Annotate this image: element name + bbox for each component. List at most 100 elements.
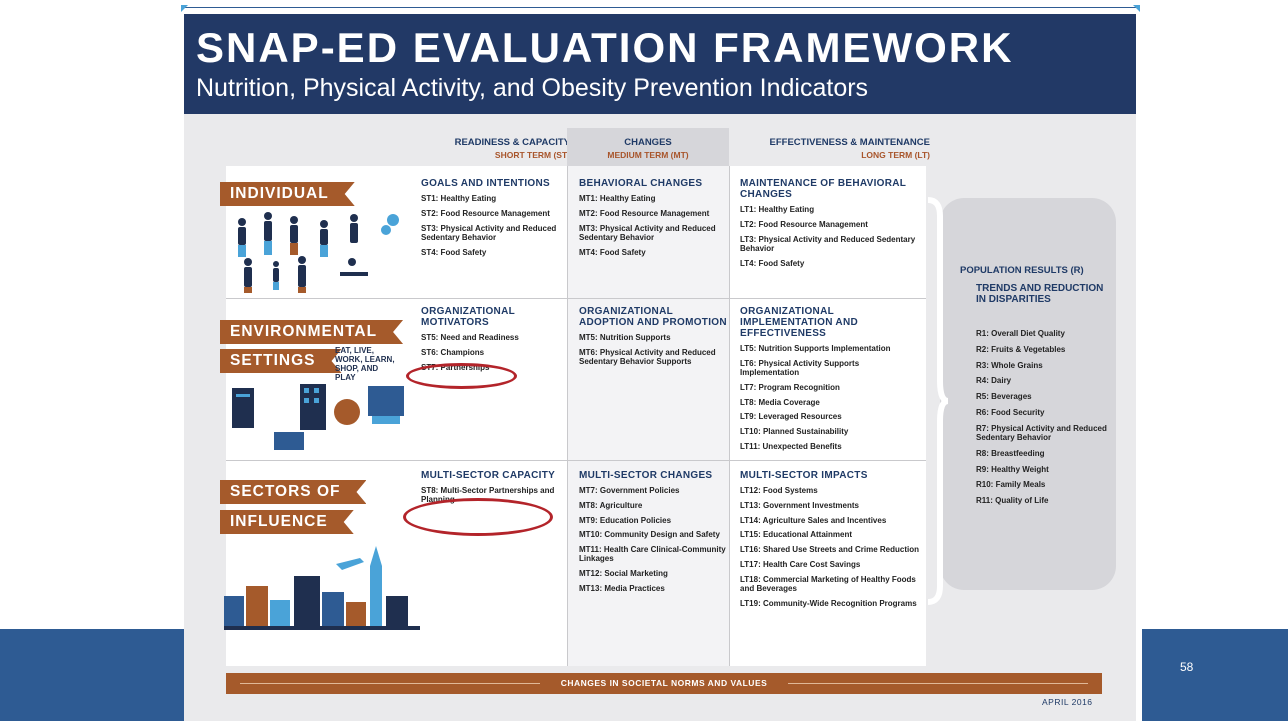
title-banner: SNAP-ED EVALUATION FRAMEWORK Nutrition, … bbox=[184, 14, 1136, 114]
indicator: LT15: Educational Attainment bbox=[740, 530, 853, 540]
cell-heading: MULTI-SECTOR CHANGES bbox=[579, 470, 713, 481]
settings-illustration bbox=[232, 384, 404, 450]
slide-bar-right bbox=[1142, 629, 1288, 721]
divider bbox=[729, 166, 730, 666]
cell-organizational-adoption: ORGANIZATIONAL ADOPTION AND PROMOTION MT… bbox=[579, 306, 729, 372]
indicator: MT6: Physical Activity and Reduced Seden… bbox=[579, 347, 716, 367]
cell-heading: GOALS AND INTENTIONS bbox=[421, 178, 550, 189]
indicator: MT11: Health Care Clinical-Community Lin… bbox=[579, 545, 726, 564]
cell-heading: ORGANIZATIONAL ADOPTION AND PROMOTION bbox=[579, 306, 727, 328]
level-influence: INFLUENCE bbox=[220, 510, 354, 534]
result-item: R2: Fruits & Vegetables bbox=[976, 344, 1066, 354]
result-item: R5: Beverages bbox=[976, 392, 1032, 402]
column-term: LONG TERM (LT) bbox=[861, 150, 930, 160]
indicator: LT18: Commercial Marketing of Healthy Fo… bbox=[740, 574, 916, 594]
indicator: MT9: Education Policies bbox=[579, 515, 672, 525]
cell-maintenance-behavioral: MAINTENANCE OF BEHAVIORAL CHANGES LT1: H… bbox=[740, 178, 920, 273]
indicator: LT17: Health Care Cost Savings bbox=[740, 559, 861, 569]
changes-column-shade bbox=[567, 166, 729, 666]
indicator: ST3: Physical Activity and Reduced Seden… bbox=[421, 223, 557, 242]
slide-top-line bbox=[183, 7, 1140, 8]
indicator: ST4: Food Safety bbox=[421, 247, 487, 257]
indicator: LT19: Community-Wide Recognition Program… bbox=[740, 598, 917, 608]
population-title: POPULATION RESULTS (R) bbox=[960, 265, 1084, 276]
cell-multi-sector-changes: MULTI-SECTOR CHANGES MT7: Government Pol… bbox=[579, 470, 729, 599]
indicator: LT11: Unexpected Benefits bbox=[740, 442, 842, 452]
cell-heading: MAINTENANCE OF BEHAVIORAL CHANGES bbox=[740, 178, 907, 200]
column-header-effectiveness: EFFECTIVENESS & MAINTENANCE LONG TERM (L… bbox=[740, 137, 930, 161]
indicator: MT10: Community Design and Safety bbox=[579, 530, 720, 540]
indicator: LT4: Food Safety bbox=[740, 258, 805, 268]
indicator: MT13: Media Practices bbox=[579, 584, 665, 594]
column-header-readiness: READINESS & CAPACITY SHORT TERM (ST) bbox=[420, 137, 570, 161]
poster-title: SNAP-ED EVALUATION FRAMEWORK bbox=[196, 24, 1014, 71]
divider bbox=[226, 298, 926, 299]
people-illustration bbox=[238, 212, 399, 293]
indicator: LT10: Planned Sustainability bbox=[740, 427, 849, 437]
population-results-box bbox=[940, 198, 1116, 590]
poster-subtitle: Nutrition, Physical Activity, and Obesit… bbox=[196, 74, 869, 102]
indicator: ST6: Champions bbox=[421, 347, 485, 357]
cell-goals-intentions: GOALS AND INTENTIONS ST1: Healthy Eating… bbox=[421, 178, 571, 262]
cell-heading: BEHAVIORAL CHANGES bbox=[579, 178, 703, 189]
result-item: R11: Quality of Life bbox=[976, 496, 1049, 506]
corner-right-icon bbox=[1133, 5, 1140, 12]
level-environmental: ENVIRONMENTAL bbox=[220, 320, 403, 344]
population-subtitle: TRENDS AND REDUCTION IN DISPARITIES bbox=[976, 283, 1104, 305]
indicator: MT3: Physical Activity and Reduced Seden… bbox=[579, 223, 716, 242]
indicator: LT12: Food Systems bbox=[740, 486, 818, 495]
indicator: LT7: Program Recognition bbox=[740, 382, 840, 392]
indicator: ST2: Food Resource Management bbox=[421, 208, 550, 218]
indicator: MT7: Government Policies bbox=[579, 486, 680, 495]
arrow-line-left bbox=[240, 683, 540, 684]
indicator: LT13: Government Investments bbox=[740, 500, 859, 510]
cell-behavioral-changes: BEHAVIORAL CHANGES MT1: Healthy Eating M… bbox=[579, 178, 729, 262]
column-title: EFFECTIVENESS & MAINTENANCE bbox=[769, 137, 930, 148]
result-item: R8: Breastfeeding bbox=[976, 448, 1045, 458]
framework-poster: SNAP-ED EVALUATION FRAMEWORK Nutrition, … bbox=[184, 14, 1136, 721]
arrow-label: CHANGES IN SOCIETAL NORMS AND VALUES bbox=[560, 678, 768, 688]
indicator: ST5: Need and Readiness bbox=[421, 333, 519, 342]
indicator: LT14: Agriculture Sales and Incentives bbox=[740, 515, 887, 525]
column-term: MEDIUM TERM (MT) bbox=[607, 150, 689, 160]
column-header-changes: CHANGES MEDIUM TERM (MT) bbox=[567, 128, 729, 167]
result-item: R6: Food Security bbox=[976, 407, 1045, 417]
cell-heading: ORGANIZATIONAL MOTIVATORS bbox=[421, 306, 515, 328]
indicator: LT5: Nutrition Supports Implementation bbox=[740, 344, 891, 353]
highlight-st7-ellipse bbox=[406, 363, 517, 389]
indicator: LT1: Healthy Eating bbox=[740, 205, 815, 214]
column-title: READINESS & CAPACITY bbox=[454, 137, 570, 148]
result-item: R3: Whole Grains bbox=[976, 360, 1043, 370]
indicator: MT1: Healthy Eating bbox=[579, 194, 656, 203]
cell-heading: MULTI-SECTOR CAPACITY bbox=[421, 470, 556, 481]
result-item: R9: Healthy Weight bbox=[976, 464, 1049, 474]
brace-icon bbox=[927, 197, 949, 605]
cell-multi-sector-impacts: MULTI-SECTOR IMPACTS LT12: Food Systems … bbox=[740, 470, 920, 614]
cell-organizational-implementation: ORGANIZATIONAL IMPLEMENTATION AND EFFECT… bbox=[740, 306, 920, 457]
slide-bar-left bbox=[0, 629, 184, 721]
divider bbox=[567, 166, 568, 666]
indicator: MT4: Food Safety bbox=[579, 247, 646, 257]
result-item: R1: Overall Diet Quality bbox=[976, 329, 1065, 338]
indicator: LT8: Media Coverage bbox=[740, 397, 820, 407]
city-illustration bbox=[224, 546, 420, 630]
arrow-line-right bbox=[788, 683, 1088, 684]
highlight-st8-ellipse bbox=[403, 498, 553, 536]
slide-number: 58 bbox=[1180, 660, 1194, 674]
indicator: LT6: Physical Activity Supports Implemen… bbox=[740, 358, 860, 378]
indicator: MT5: Nutrition Supports bbox=[579, 333, 671, 342]
settings-note: EAT, LIVE, WORK, LEARN, SHOP, AND PLAY bbox=[335, 346, 395, 382]
indicator: LT9: Leveraged Resources bbox=[740, 412, 842, 422]
population-list: R1: Overall Diet Quality R2: Fruits & Ve… bbox=[976, 329, 1118, 512]
cell-heading: MULTI-SECTOR IMPACTS bbox=[740, 470, 868, 481]
corner-left-icon bbox=[181, 5, 188, 12]
result-item: R4: Dairy bbox=[976, 376, 1012, 386]
indicator: ST1: Healthy Eating bbox=[421, 194, 497, 203]
divider bbox=[226, 460, 926, 461]
indicator: MT12: Social Marketing bbox=[579, 569, 668, 579]
indicator: MT8: Agriculture bbox=[579, 500, 643, 510]
level-sectors-of: SECTORS OF bbox=[220, 480, 366, 504]
cell-heading: ORGANIZATIONAL IMPLEMENTATION AND EFFECT… bbox=[740, 306, 858, 339]
indicator: LT2: Food Resource Management bbox=[740, 219, 868, 229]
indicator: MT2: Food Resource Management bbox=[579, 208, 710, 218]
